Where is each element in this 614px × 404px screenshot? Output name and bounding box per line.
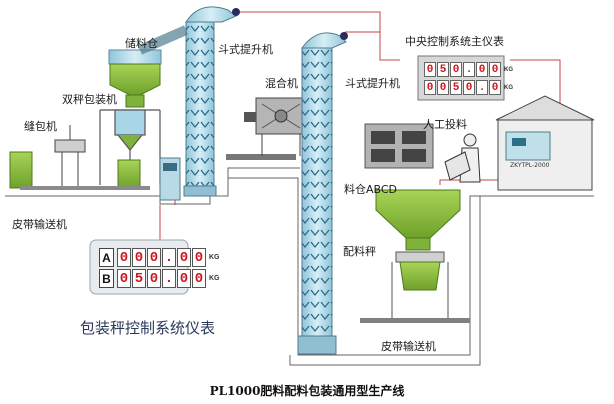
right-elevator-label: 斗式提升机: [345, 77, 400, 90]
control-room: [495, 95, 595, 191]
readout-digit: 0: [424, 62, 436, 77]
readout-digit: 0: [463, 80, 475, 95]
readout-digit: 0: [132, 248, 146, 267]
readout-digit: 5: [132, 269, 146, 288]
ingredient-panel: [364, 123, 434, 169]
central-readout-row-2: 0 0 5 0 . 0 KG: [424, 80, 513, 95]
packer-control-cabinet: [159, 157, 181, 201]
readout-digit: .: [162, 248, 176, 267]
figure-caption: PL1000肥料配料包装通用型生产线: [209, 384, 405, 398]
readout-digit: 0: [147, 248, 161, 267]
readout-digit: 0: [489, 80, 501, 95]
readout-unit: KG: [504, 66, 513, 73]
sewing-machine: [54, 125, 86, 186]
left-elevator-label: 斗式提升机: [218, 43, 273, 56]
packing-readout-row-b: B 0 5 0 . 0 0 KG: [99, 269, 220, 288]
controller-model-label: ZKYTPL-2000: [510, 162, 550, 169]
bins-label: 料仓ABCD: [344, 183, 398, 196]
readout-digit: 0: [177, 248, 191, 267]
right-bucket-elevator: [297, 32, 348, 355]
readout-unit: KG: [209, 254, 220, 261]
twin-scale-packer: [99, 109, 161, 185]
twin-scale-packer-label: 双秤包装机: [62, 93, 117, 106]
storage-bin: [108, 49, 162, 108]
batching-scale: [360, 251, 470, 323]
left-conveyor-label: 皮带输送机: [12, 218, 67, 231]
readout-digit: 0: [117, 248, 131, 267]
readout-tag: B: [99, 269, 114, 288]
readout-digit: 5: [450, 80, 462, 95]
readout-digit: 0: [437, 80, 449, 95]
readout-digit: 0: [424, 80, 436, 95]
readout-tag: A: [99, 248, 114, 267]
central-controller-label: 中央控制系统主仪表: [405, 35, 504, 48]
mixer-label: 混合机: [265, 77, 298, 90]
batching-scale-label: 配料秤: [343, 245, 376, 258]
readout-digit: 0: [450, 62, 462, 77]
readout-digit: 0: [192, 269, 206, 288]
readout-digit: 0: [147, 269, 161, 288]
readout-digit: 0: [489, 62, 501, 77]
left-bucket-elevator: [138, 6, 240, 197]
readout-unit: KG: [209, 275, 220, 282]
readout-digit: 0: [177, 269, 191, 288]
readout-digit: .: [162, 269, 176, 288]
mixer: [226, 97, 307, 160]
readout-digit: 5: [437, 62, 449, 77]
central-readout-row-1: 0 5 0 . 0 0 KG: [424, 62, 513, 77]
product-bags: [9, 151, 141, 189]
worker: [444, 133, 481, 183]
readout-digit: 0: [192, 248, 206, 267]
readout-digit: .: [476, 80, 488, 95]
manual-feeding-label: 人工投料: [423, 118, 467, 131]
packing-readout-row-a: A 0 0 0 . 0 0 KG: [99, 248, 220, 267]
readout-digit: 0: [476, 62, 488, 77]
left-conveyor-belt: [20, 186, 150, 190]
sewing-machine-label: 缝包机: [24, 120, 57, 133]
readout-unit: KG: [504, 84, 513, 91]
bottom-conveyor-label: 皮带输送机: [381, 340, 436, 353]
storage-bin-label: 储料仓: [125, 37, 158, 50]
packing-controller-label: 包装秤控制系统仪表: [80, 319, 216, 337]
bins-abcd: [375, 189, 461, 251]
readout-digit: .: [463, 62, 475, 77]
readout-digit: 0: [117, 269, 131, 288]
